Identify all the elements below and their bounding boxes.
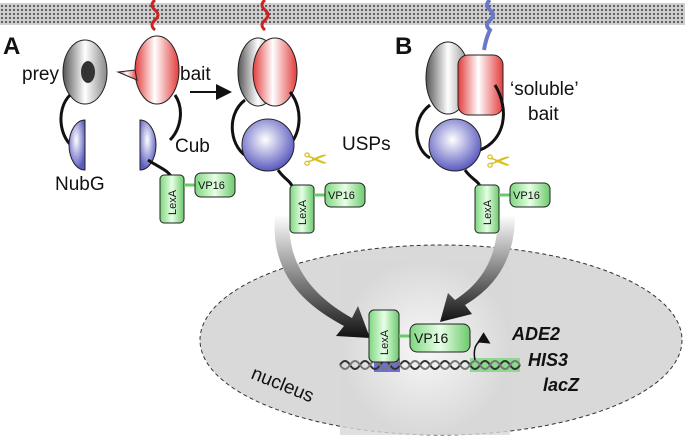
- bait-tm-helix: [150, 0, 160, 32]
- reconstituted-ubiquitin-b: [428, 118, 482, 172]
- bait-label: bait: [180, 64, 211, 85]
- panel-label-b: B: [395, 33, 412, 60]
- usps-label: USPs: [342, 134, 391, 155]
- scissors-icon-b: ✂: [486, 146, 511, 179]
- svg-text:VP16: VP16: [513, 190, 540, 202]
- lexa-vp16-nuclear: LexA VP16: [368, 309, 471, 363]
- soluble-label-1: ‘soluble’: [510, 79, 579, 100]
- membrane-anchor: [482, 0, 495, 51]
- cub-half: [139, 119, 157, 171]
- prey-protein: [62, 39, 108, 105]
- soluble-label-2: bait: [528, 104, 559, 125]
- prey-bait-complex: [237, 37, 298, 107]
- svg-text:LexA: LexA: [482, 199, 494, 225]
- lexa-vp16-a2: LexA VP16: [289, 182, 366, 234]
- cub-label: Cub: [175, 136, 210, 157]
- lexa-vp16-a: LexA VP16: [159, 172, 236, 224]
- svg-text:VP16: VP16: [328, 190, 355, 202]
- membrane: [0, 3, 685, 25]
- svg-text:VP16: VP16: [198, 180, 225, 192]
- import-arrow-left: [274, 215, 370, 338]
- svg-text:VP16: VP16: [414, 330, 448, 346]
- svg-text:LexA: LexA: [297, 199, 309, 225]
- import-arrow-right: [440, 215, 515, 322]
- panel-label-a: A: [3, 33, 20, 60]
- gene-ade2: ADE2: [511, 324, 560, 344]
- nubg-half: [68, 119, 86, 171]
- gene-lacz: lacZ: [543, 375, 580, 395]
- lexa-vp16-b: LexA VP16: [474, 182, 551, 234]
- svg-text:LexA: LexA: [167, 189, 179, 215]
- nubg-label: NubG: [55, 174, 105, 195]
- reconstituted-ubiquitin: [241, 118, 295, 172]
- gene-his3: HIS3: [528, 350, 568, 370]
- scissors-icon: ✂: [303, 144, 328, 177]
- transcription-arrow: [473, 332, 491, 361]
- bait-linker: [168, 94, 182, 142]
- bait-protein: [116, 35, 180, 105]
- soluble-bait: [457, 54, 504, 116]
- svg-text:LexA: LexA: [379, 329, 391, 355]
- prey-label: prey: [22, 64, 59, 85]
